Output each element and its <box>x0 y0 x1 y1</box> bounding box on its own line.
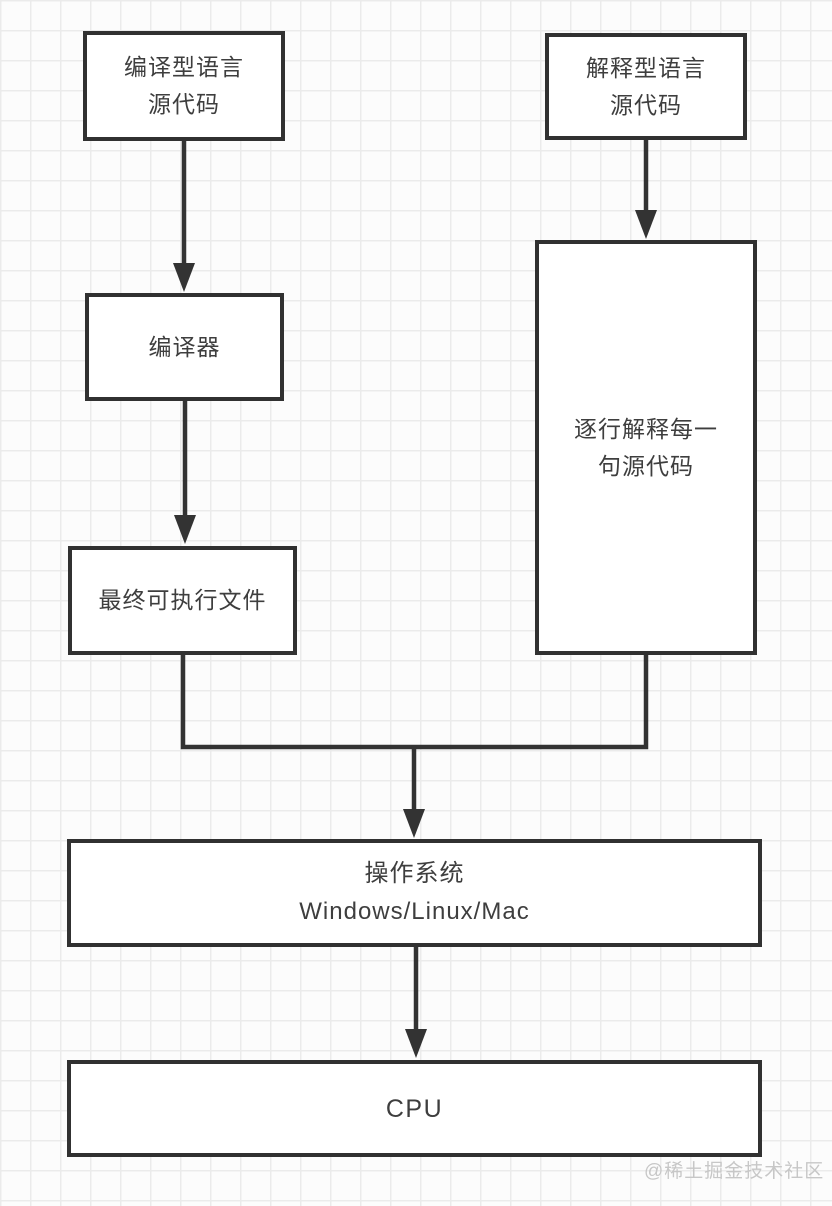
node-label: Windows/Linux/Mac <box>299 898 530 925</box>
node-label: 源代码 <box>148 91 220 117</box>
node-label: 句源代码 <box>598 452 694 479</box>
node-compiled-source: 编译型语言 源代码 <box>83 31 285 141</box>
node-label: 源代码 <box>610 91 682 118</box>
node-label: CPU <box>385 1094 444 1123</box>
merge-junction-path <box>180 653 649 750</box>
node-label: 解释型语言 <box>586 54 706 81</box>
node-label: 编译器 <box>148 333 221 360</box>
node-cpu: CPU <box>67 1060 762 1157</box>
arrowhead-interpreted-to-interpret <box>635 210 657 239</box>
node-label: 编译型语言 <box>124 54 244 81</box>
node-operating-system: 操作系统 Windows/Linux/Mac <box>67 839 762 947</box>
node-label: 逐行解释每一 <box>574 415 718 442</box>
node-interpret-each-line: 逐行解释每一 句源代码 <box>535 240 757 655</box>
node-executable-file: 最终可执行文件 <box>68 546 297 655</box>
node-label: 最终可执行文件 <box>98 587 267 614</box>
node-label: 操作系统 <box>364 859 465 887</box>
arrowhead-compiler-to-executable <box>174 515 196 544</box>
node-compiler: 编译器 <box>85 293 284 401</box>
arrowhead-os-to-cpu <box>405 1029 427 1058</box>
arrowhead-merge-to-os <box>403 809 425 838</box>
watermark-text: @稀土掘金技术社区 <box>644 1161 825 1182</box>
arrowhead-compiled-to-compiler <box>173 263 195 292</box>
node-interpreted-source: 解释型语言 源代码 <box>545 33 747 140</box>
